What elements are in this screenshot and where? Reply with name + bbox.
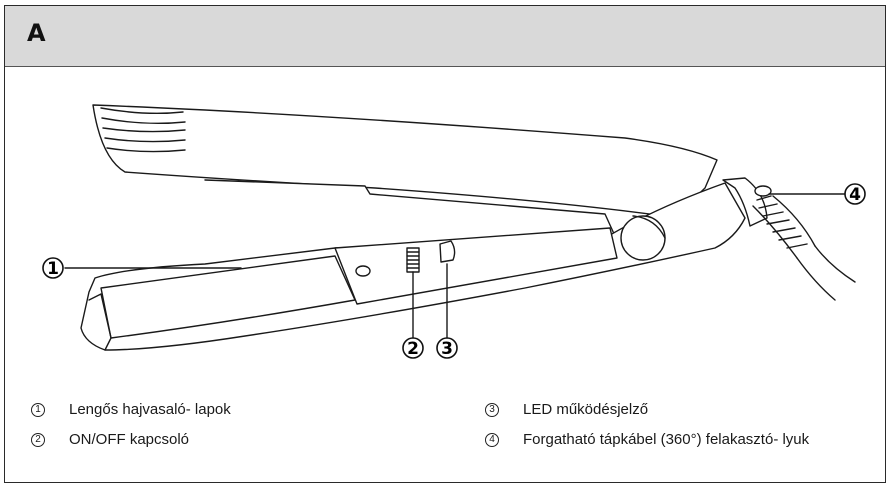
- callout-4: 4: [844, 183, 866, 205]
- control-panel: [334, 227, 618, 305]
- led-graphic: [439, 240, 456, 263]
- legend-number: 4: [485, 432, 499, 447]
- legend-number: 3: [485, 402, 499, 417]
- hinge-disc: [620, 215, 666, 261]
- svg-text:2: 2: [407, 339, 419, 359]
- figure-frame: A: [4, 5, 886, 483]
- on-off-switch-graphic: [406, 247, 420, 273]
- legend-item-1: 1 Lengős hajvasaló- lapok: [31, 401, 231, 418]
- legend-item-2: 2 ON/OFF kapcsoló: [31, 431, 189, 448]
- legend-number: 2: [31, 432, 45, 447]
- figure-label: A: [27, 19, 46, 47]
- legend-text: Forgatható tápkábel (360°) felakasztó- l…: [523, 431, 810, 448]
- hair-straightener-illustration: 1 2 3 4: [42, 104, 866, 359]
- legend-text: LED működésjelző: [523, 401, 649, 418]
- lower-plate: [100, 255, 356, 339]
- callout-2: 2: [402, 337, 424, 359]
- svg-text:1: 1: [47, 259, 59, 279]
- legend-text: ON/OFF kapcsoló: [69, 431, 190, 448]
- legend-item-4: 4 Forgatható tápkábel (360°) felakasztó-…: [485, 431, 809, 448]
- legend-text: Lengős hajvasaló- lapok: [69, 401, 231, 418]
- grip-ridges: [100, 107, 186, 153]
- callout-1: 1: [42, 257, 64, 279]
- strain-relief: [752, 195, 816, 259]
- figure-header: A: [5, 6, 885, 67]
- svg-text:3: 3: [441, 339, 453, 359]
- power-cord: [796, 245, 856, 301]
- svg-text:4: 4: [849, 185, 861, 205]
- legend-item-3: 3 LED működésjelző: [485, 401, 648, 418]
- legend-number: 1: [31, 402, 45, 417]
- callout-3: 3: [436, 337, 458, 359]
